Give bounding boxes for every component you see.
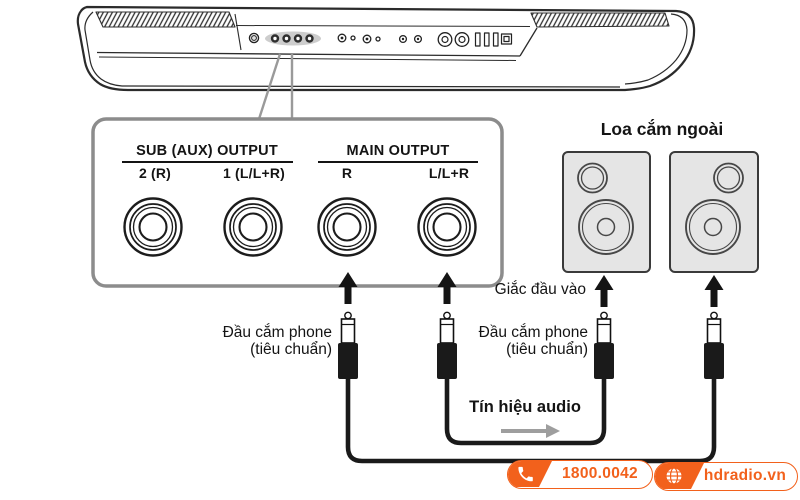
small-jacks: [337, 32, 470, 47]
rear-connectors: [248, 31, 513, 47]
phone-plug-label-right: Đầu cắm phone (tiêu chuẩn): [479, 324, 588, 358]
tweeter: [577, 162, 608, 194]
jack-main-l: [417, 197, 477, 257]
phone-handset-icon: [518, 466, 533, 482]
callout-lines: [257, 53, 294, 120]
phone-plug-label-left-line2: (tiêu chuẩn): [250, 341, 332, 358]
audio-signal-label: Tín hiệu audio: [469, 398, 581, 416]
jack-label-main-r: R: [341, 165, 353, 181]
arrow-into-speaker-l: [594, 275, 614, 307]
panel-jacks: [123, 197, 477, 257]
speaker-left: [562, 151, 651, 273]
connection-arrows: [338, 272, 724, 307]
output-jack-oval: [265, 31, 321, 46]
phone-plug: [437, 311, 457, 379]
speaker-right: [669, 151, 759, 273]
woofer: [578, 199, 634, 255]
audio-cables: [345, 378, 717, 464]
website-badge-fill: [655, 463, 704, 489]
globe-icon: [665, 467, 683, 485]
jack-label-main-l: L/L+R: [428, 165, 470, 181]
jack-label-sub-2r: 2 (R): [138, 165, 172, 181]
main-output-title: MAIN OUTPUT: [346, 143, 450, 159]
phone-plug-label-left: Đầu cắm phone (tiêu chuẩn): [223, 324, 332, 358]
arrow-into-jack-l: [437, 272, 457, 304]
phone-plug-label-left-line1: Đầu cắm phone: [222, 324, 332, 341]
signal-direction-arrow: [501, 424, 560, 438]
hotline-badge-fill: [508, 461, 552, 487]
external-speakers-title: Loa cắm ngoài: [600, 119, 724, 139]
jack-sub-2r: [123, 197, 183, 257]
phone-plug: [338, 311, 358, 379]
cable-main-r-to-right-speaker: [345, 378, 717, 464]
hotline-badge: 1800.0042: [507, 460, 653, 489]
tweeter: [713, 162, 744, 194]
woofer: [685, 199, 741, 255]
phone-plug-label-right-line2: (tiêu chuẩn): [506, 341, 588, 358]
keyboard-illustration: [76, 5, 696, 92]
arrow-into-jack-r: [338, 272, 358, 304]
jack-label-sub-1: 1 (L/L+R): [222, 165, 286, 181]
phone-plug-label-right-line1: Đầu cắm phone: [478, 324, 588, 341]
jack-main-r: [317, 197, 377, 257]
cable-main-l-to-left-speaker: [444, 378, 607, 446]
phone-plug: [704, 311, 724, 379]
left-grille: [95, 11, 236, 28]
website-badge: hdradio.vn: [654, 462, 798, 491]
jack-sub-1: [223, 197, 283, 257]
jack-panel: [91, 117, 504, 288]
right-grille: [530, 12, 670, 28]
screw-knob: [248, 32, 260, 44]
phone-plugs: [338, 311, 724, 379]
arrow-into-speaker-r: [704, 275, 724, 307]
external-speakers: [562, 151, 759, 273]
phone-plug: [594, 311, 614, 379]
input-jack-label: Giắc đầu vào: [494, 281, 586, 298]
sub-output-title: SUB (AUX) OUTPUT: [136, 143, 278, 159]
website-url: hdradio.vn: [703, 467, 787, 484]
hotline-number: 1800.0042: [562, 465, 638, 482]
usb-ports: [474, 32, 513, 47]
